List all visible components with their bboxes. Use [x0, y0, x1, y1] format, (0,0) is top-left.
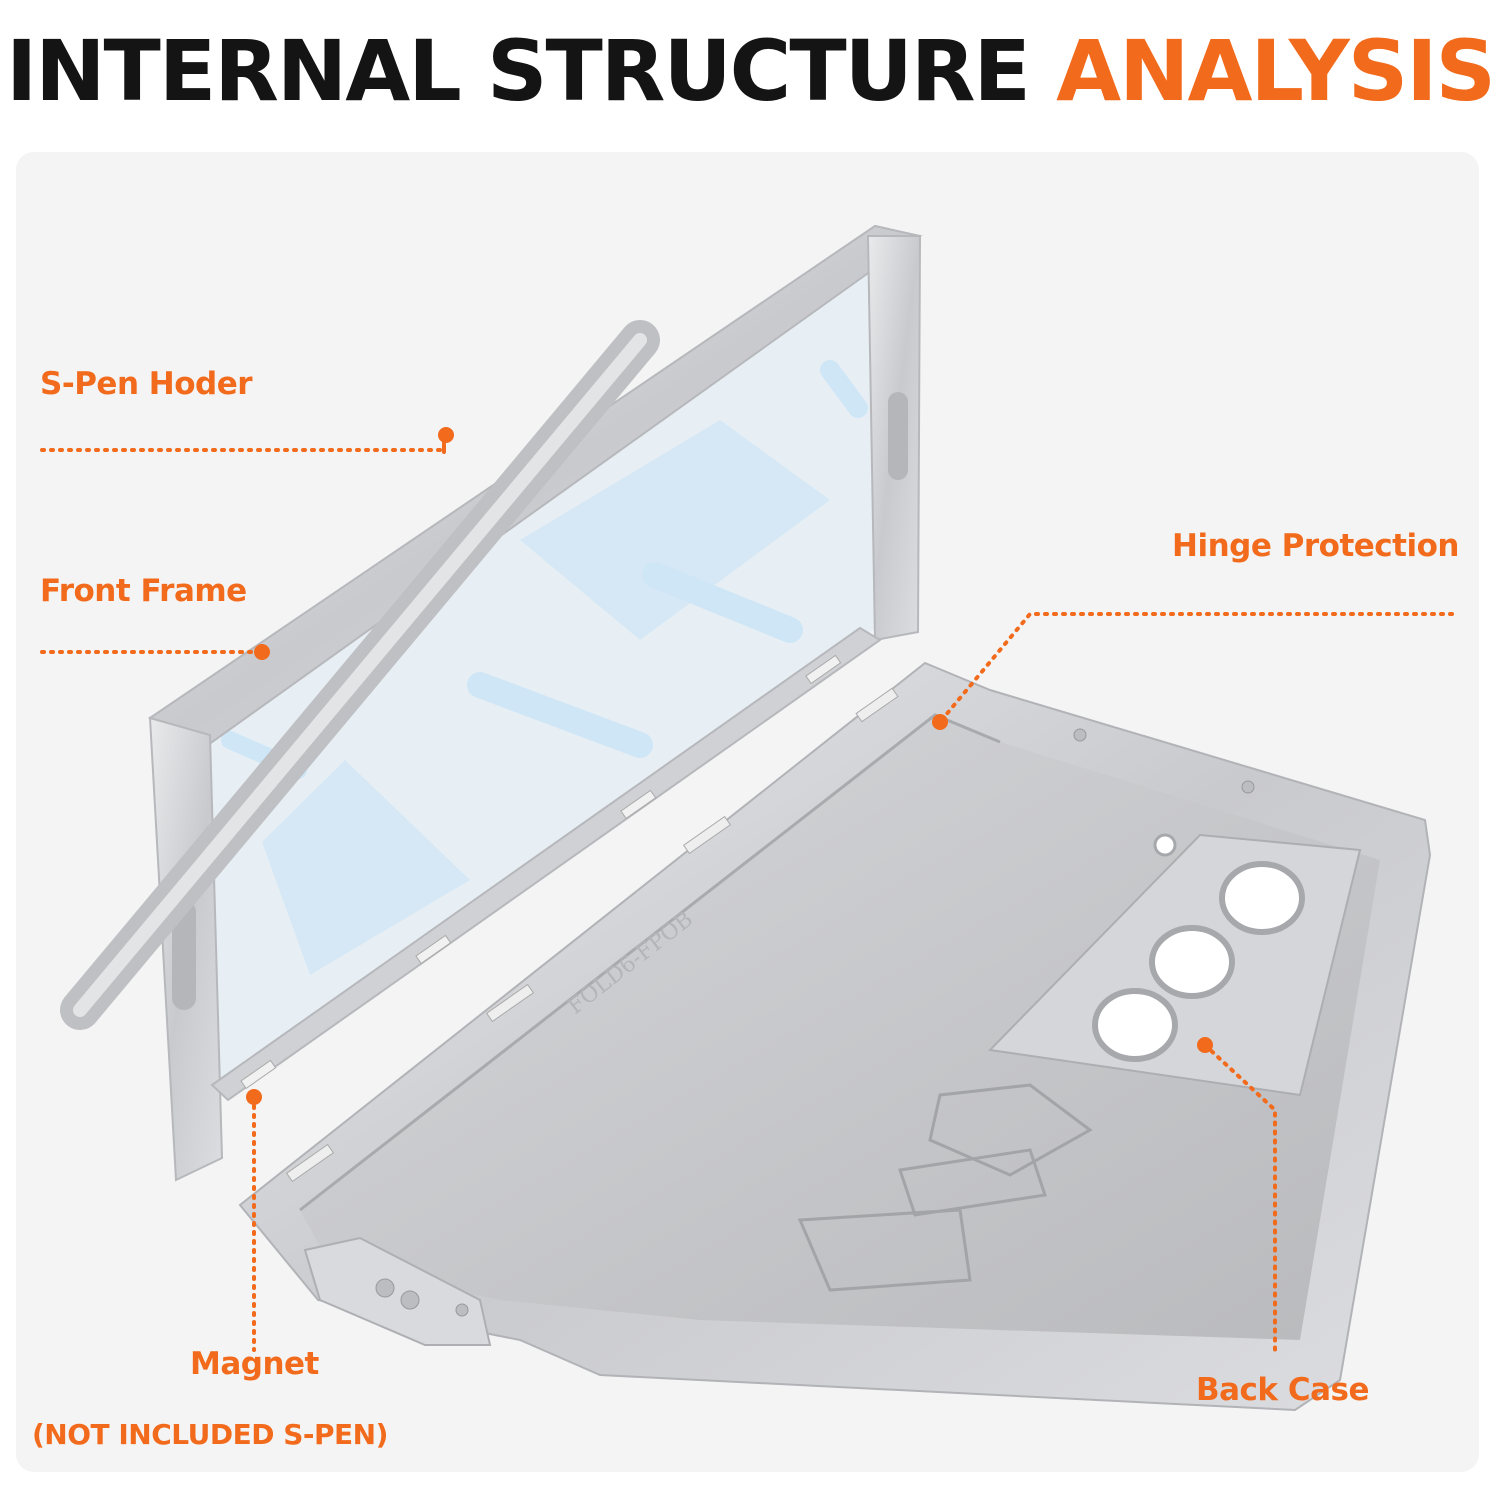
magnet-slot — [855, 687, 899, 723]
glass-reflection — [642, 562, 803, 643]
glass-reflection — [520, 420, 830, 640]
back-case-dot — [1197, 1037, 1213, 1053]
hinge-protection-label: Hinge Protection — [1172, 528, 1459, 564]
camera-cutout — [1219, 861, 1305, 935]
front-frame-label: Front Frame — [40, 573, 247, 609]
magnet-slot — [285, 1143, 335, 1183]
button-grip — [888, 392, 908, 480]
button-grip — [172, 900, 196, 1010]
back-case-label: Back Case — [1196, 1372, 1369, 1408]
magnet-slot — [485, 983, 535, 1023]
front-frame-bottom-rail — [210, 626, 882, 1102]
magnet-slot — [682, 815, 732, 855]
s-pen-holder-leader — [40, 433, 446, 452]
magnet-slot — [415, 934, 452, 965]
flash-cutout — [1153, 833, 1177, 857]
callout-dots — [246, 427, 1213, 1105]
s-pen-holder — [60, 320, 660, 1030]
glass-reflection — [820, 360, 868, 418]
glass-reflection — [262, 760, 470, 975]
title-main: INTERNAL STRUCTURE — [6, 22, 1031, 120]
title-accent: ANALYSIS — [1056, 22, 1496, 120]
magnet-slot — [620, 789, 657, 820]
hinge-protection-dot — [932, 714, 948, 730]
magnet-label: Magnet — [190, 1346, 319, 1382]
back-case-leader — [1203, 1043, 1277, 1352]
camera-cutout — [1149, 925, 1235, 999]
s-pen-holder-dot — [438, 427, 454, 443]
page-title: INTERNAL STRUCTURE ANALYSIS — [0, 22, 1500, 120]
back-case: FOLD6-FPOB — [238, 661, 1432, 1412]
camera-cutout — [1092, 988, 1178, 1062]
glass-reflection — [467, 672, 653, 758]
back-case-floor — [300, 715, 1380, 1340]
hinge-block — [303, 1236, 492, 1346]
magnet-dot — [246, 1089, 262, 1105]
magnet-slot — [805, 654, 842, 685]
s-pen-holder-label: S-Pen Hoder — [40, 366, 253, 402]
front-frame-dot — [254, 644, 270, 660]
s-pen-not-included-note: (NOT INCLUDED S-PEN) — [32, 1418, 388, 1451]
hinge-protection-leader — [938, 612, 1454, 724]
kickstand — [797, 1083, 1093, 1292]
magnet-slot — [240, 1059, 277, 1090]
